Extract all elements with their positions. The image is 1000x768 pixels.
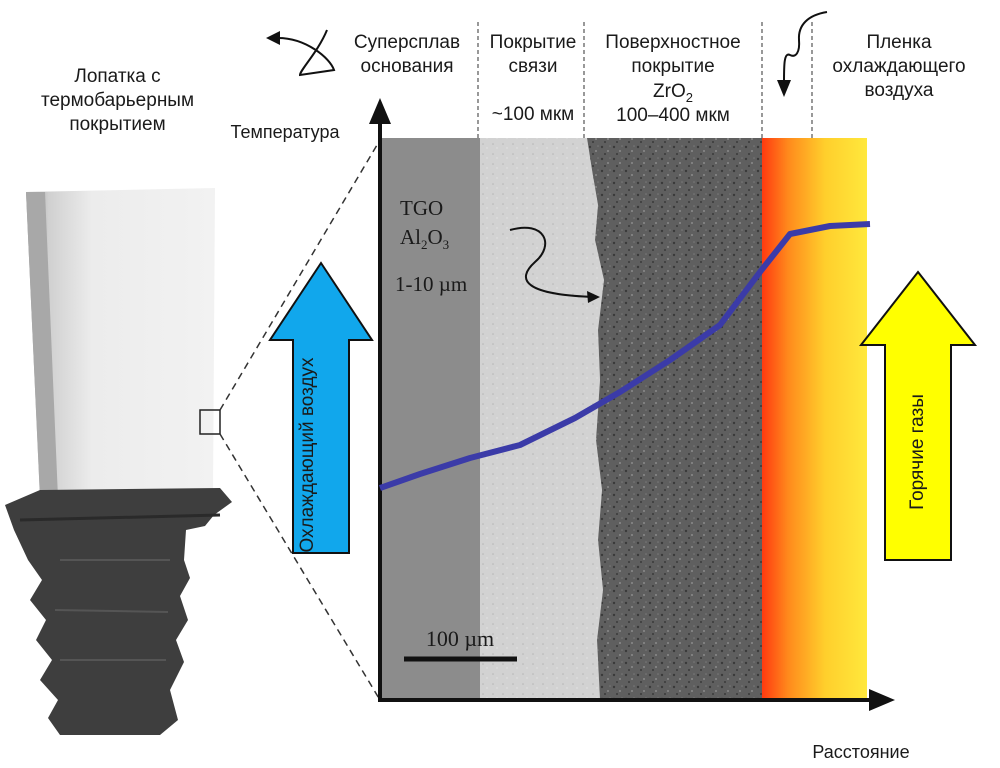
cooling-film-label: Пленка охлаждающего воздуха [832, 32, 966, 101]
tgo-pointer-arrowhead [587, 291, 600, 303]
cooling-air-arrow-label: Охлаждающий воздух [297, 357, 318, 553]
heat-in-squiggle-line [783, 11, 828, 83]
blade-caption: Лопатка с термобарьерным покрытием [40, 66, 195, 135]
top-coat-label: Поверхностное покрытие [605, 32, 741, 77]
top-coat-material: ZrO2 [586, 80, 760, 110]
scale-bar-label: 100 µm [425, 626, 495, 651]
heat-in-arrowhead [777, 80, 791, 97]
bond-coat-layer [480, 138, 604, 700]
superalloy-label: Суперсплав основания [353, 32, 461, 77]
tgo-formula-sub1: 2 [421, 237, 428, 253]
top-coat-material-base: ZrO [653, 81, 686, 102]
tgo-formula-sub2: 3 [442, 237, 450, 253]
temperature-profile-line [379, 221, 871, 491]
bond-coat-label: Покрытие связи [489, 32, 577, 77]
tgo-pointer-line [509, 226, 597, 298]
temperature-axis-arrowhead [369, 98, 391, 124]
zoom-line-bottom [219, 433, 381, 701]
distance-axis-arrowhead [869, 689, 895, 711]
distance-axis-label: Расстояние [812, 742, 910, 762]
heat-out-arrowhead [266, 31, 280, 45]
tgo-formula-al: Al [400, 225, 421, 249]
tgo-thickness: 1-10 µm [395, 272, 468, 296]
tgo-formula-o: O [427, 225, 443, 249]
hot-gases-arrow [858, 270, 978, 561]
hot-gases-arrow-label: Горячие газы [907, 394, 928, 510]
tgo-name: TGO [400, 196, 444, 220]
turbine-blade [5, 188, 232, 735]
zoom-region-marker [199, 409, 221, 435]
top-coat-thickness: 100–400 мкм [616, 105, 730, 126]
heat-out-squiggle-line [277, 29, 336, 77]
tgo-formula: Al2O3 [400, 225, 510, 257]
top-coat-layer [587, 138, 762, 700]
superalloy-layer [380, 138, 480, 700]
cooling-air-arrow [268, 261, 374, 554]
zoom-line-top [219, 139, 381, 411]
bond-coat-thickness: ~100 мкм [491, 104, 575, 125]
top-coat-material-subscript: 2 [685, 89, 693, 105]
temperature-axis-label: Температура [230, 122, 340, 142]
